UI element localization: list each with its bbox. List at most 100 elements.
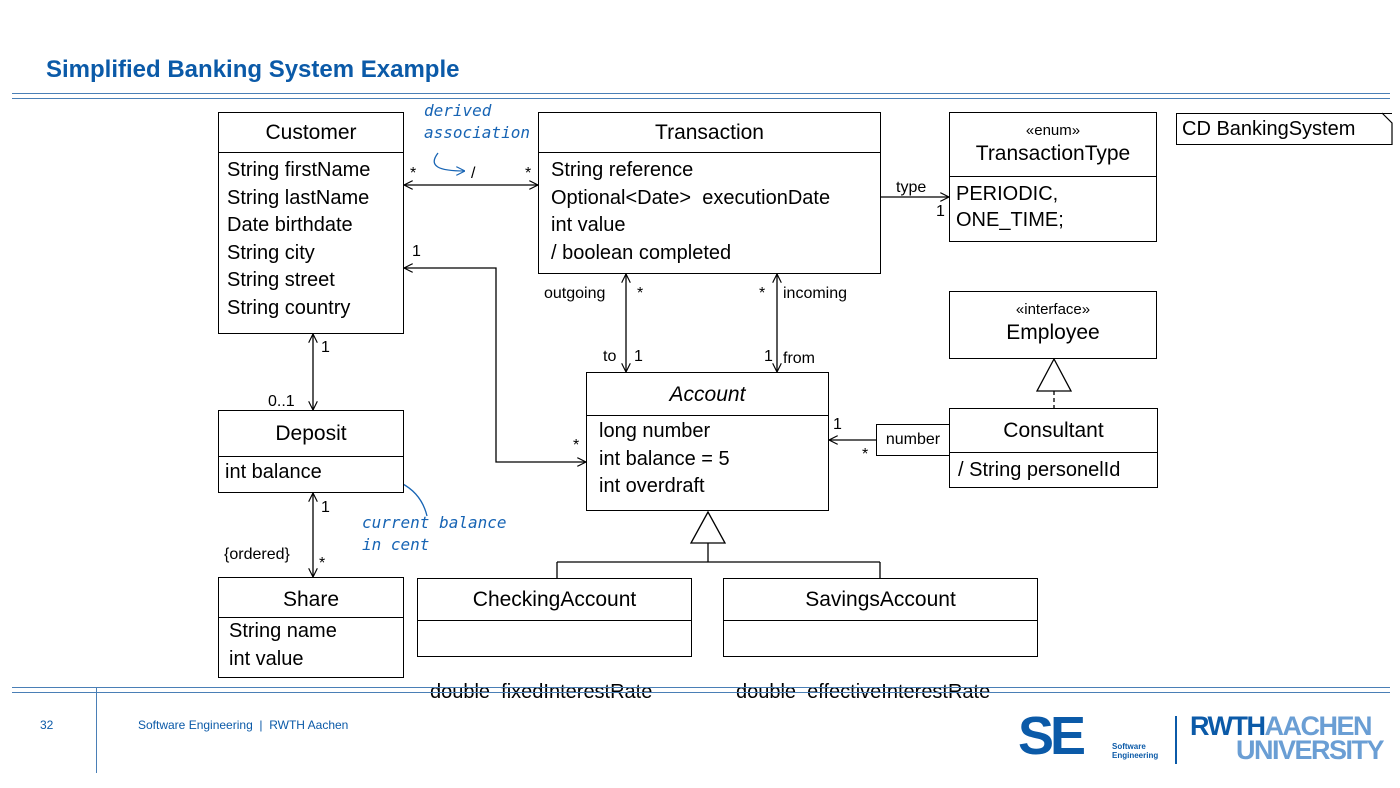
account-attr: long number <box>599 420 711 442</box>
transaction-attr: String reference <box>551 159 694 181</box>
mult-to: 1 <box>634 348 643 365</box>
se-logo: SE <box>1018 706 1086 766</box>
class-savingsaccount: SavingsAccount double effectiveInterestR… <box>723 578 1038 703</box>
note-line: in cent <box>362 535 430 554</box>
role-incoming: incoming <box>783 285 848 302</box>
transaction-name: Transaction <box>539 113 880 153</box>
rwth-logo-university: UNIVERSITY <box>1236 735 1385 765</box>
constraint-ordered: {ordered} <box>224 546 290 563</box>
transaction-attributes: String reference Optional<Date> executio… <box>539 153 880 267</box>
customer-attr: String firstName <box>227 159 371 181</box>
class-share: Share String name int value <box>218 577 404 678</box>
employee-header: «interface» Employee <box>950 292 1156 347</box>
interface-employee: «interface» Employee <box>949 291 1157 359</box>
rwth-logo-line1: RWTHAACHEN <box>1190 711 1373 741</box>
mult-incoming: * <box>759 285 766 302</box>
rwth-logo-rwth: RWTH <box>1190 711 1266 741</box>
class-customer: Customer String firstName String lastNam… <box>218 112 404 334</box>
footer-rule-bottom <box>12 692 1390 693</box>
role-from: from <box>783 350 815 367</box>
enum-literal: ONE_TIME; <box>956 209 1064 231</box>
page-number: 32 <box>40 718 54 732</box>
customer-attr: Date birthdate <box>227 214 353 236</box>
transactiontype-stereotype: «enum» <box>1025 122 1081 139</box>
mult-outgoing: * <box>637 285 644 302</box>
transaction-attr: / boolean completed <box>551 241 732 264</box>
transaction-attr: Optional<Date> executionDate <box>551 186 831 209</box>
role-to: to <box>603 348 617 365</box>
mult-account-consultant-left: 1 <box>833 416 842 433</box>
deposit-attr: int balance <box>225 461 322 483</box>
customer-name: Customer <box>219 113 403 153</box>
customer-attr: String lastName <box>227 186 370 209</box>
mult-from: 1 <box>764 348 773 365</box>
se-logo-sub-line: Software <box>1112 742 1146 751</box>
employee-name: Employee <box>1006 321 1100 344</box>
slide-title: Simplified Banking System Example <box>46 56 460 83</box>
transactiontype-header: «enum» TransactionType <box>950 113 1156 177</box>
footer-text: Software Engineering | RWTH Aachen <box>138 718 349 732</box>
deposit-name: Deposit <box>219 411 403 457</box>
derived-slash: / <box>471 165 476 182</box>
se-logo-subtitle: Software Engineering <box>1112 742 1158 760</box>
consultant-name: Consultant <box>950 409 1157 453</box>
consultant-attr: / String personelId <box>958 459 1121 481</box>
customer-attr: String street <box>227 269 335 291</box>
mult-customer-tx-left: * <box>410 165 417 182</box>
se-logo-sub-line: Engineering <box>1112 751 1159 760</box>
diagram-label: CD BankingSystem <box>1182 118 1356 140</box>
mult-customer-account-bottom: * <box>573 437 580 454</box>
generalization-triangle-account <box>689 510 727 544</box>
derived-note-arrow <box>433 152 465 171</box>
transaction-attr: int value <box>551 214 626 236</box>
title-rule-top <box>12 93 1390 94</box>
enum-literal: PERIODIC, <box>956 183 1059 205</box>
customer-attributes: String firstName String lastName Date bi… <box>219 153 403 322</box>
employee-stereotype: «interface» <box>1015 301 1091 318</box>
transactiontype-literals: PERIODIC, ONE_TIME; <box>950 177 1156 233</box>
share-attr: String name <box>229 620 337 642</box>
savings-name: SavingsAccount <box>724 579 1037 621</box>
title-rule-bottom <box>12 98 1390 99</box>
deposit-attributes: int balance <box>219 457 403 487</box>
account-attributes: long number int balance = 5 int overdraf… <box>587 416 828 501</box>
footer-divider <box>96 688 97 773</box>
customer-attr: String country <box>227 296 351 319</box>
mult-customer-deposit-top: 1 <box>321 339 330 356</box>
share-attributes: String name int value <box>219 618 403 673</box>
share-name: Share <box>219 578 403 618</box>
class-account: Account long number int balance = 5 int … <box>586 372 829 511</box>
note-current-balance: current balance in cent <box>362 512 507 556</box>
consultant-attributes: / String personelId <box>950 453 1157 485</box>
checking-name: CheckingAccount <box>418 579 691 621</box>
role-type: type <box>896 179 927 196</box>
mult-customer-account-top: 1 <box>412 243 421 260</box>
footer-rule-top <box>12 687 1390 688</box>
class-transactiontype: «enum» TransactionType PERIODIC, ONE_TIM… <box>949 112 1157 242</box>
cd-label-fold <box>1381 112 1393 145</box>
assoc-customer-account <box>404 268 586 462</box>
class-checkingaccount: CheckingAccount double fixedInterestRate <box>417 578 692 703</box>
mult-deposit-share-bottom: * <box>319 555 326 572</box>
transactiontype-name: TransactionType <box>975 142 1131 165</box>
class-transaction: Transaction String reference Optional<Da… <box>538 112 881 274</box>
mult-type: 1 <box>936 203 945 220</box>
qualifier-number: number <box>876 424 950 456</box>
note-derived-association: derived association <box>424 100 530 144</box>
class-deposit: Deposit int balance <box>218 410 404 493</box>
share-attr: int value <box>229 647 304 670</box>
mult-customer-deposit-bottom: 0..1 <box>268 393 295 410</box>
account-attr: int overdraft <box>599 475 705 497</box>
mult-customer-tx-right: * <box>525 165 532 182</box>
mult-deposit-share-top: 1 <box>321 499 330 516</box>
account-name: Account <box>587 373 828 416</box>
note-line: current balance <box>362 513 507 532</box>
account-attr: int balance = 5 <box>599 447 730 470</box>
role-outgoing: outgoing <box>544 285 606 302</box>
customer-attr: String city <box>227 241 315 264</box>
note-line: derived <box>424 101 492 120</box>
note-line: association <box>424 123 530 142</box>
diagram-label-box <box>1176 113 1392 145</box>
realization-triangle-employee <box>1035 357 1073 392</box>
